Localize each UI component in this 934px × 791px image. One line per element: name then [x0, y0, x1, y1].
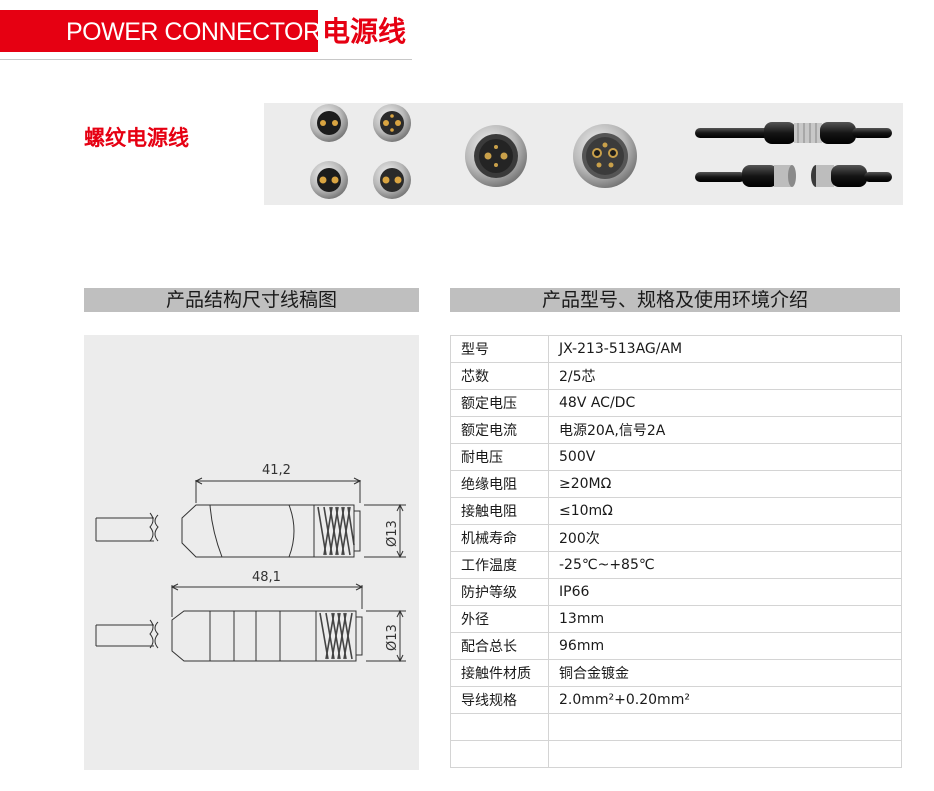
drawing-top-connector [95, 504, 361, 558]
spec-label: 绝缘电阻 [450, 470, 549, 498]
spec-value: 500V [548, 443, 902, 471]
product-photos-svg [310, 104, 892, 199]
spec-value: ≥20MΩ [548, 470, 902, 498]
spec-value: 200次 [548, 524, 902, 552]
spec-row [450, 713, 902, 741]
spec-label: 防护等级 [450, 578, 549, 606]
spec-label: 机械寿命 [450, 524, 549, 552]
large-connector-face-2pin [465, 125, 527, 187]
small-connector-face-3 [310, 161, 348, 199]
spec-label: 耐电压 [450, 443, 549, 471]
spec-value: 2.0mm²+0.20mm² [548, 686, 902, 714]
spec-value: 13mm [548, 605, 902, 633]
spec-label: 导线规格 [450, 686, 549, 714]
header-title-cn: 电源线 [322, 15, 407, 48]
spec-label: 接触电阻 [450, 497, 549, 525]
spec-label [450, 740, 549, 768]
spec-value: 2/5芯 [548, 362, 902, 390]
spec-row: 绝缘电阻≥20MΩ [450, 470, 902, 498]
spec-row: 接触件材质铜合金镀金 [450, 659, 902, 687]
spec-label: 额定电压 [450, 389, 549, 417]
small-connector-face-1 [310, 104, 348, 142]
spec-value [548, 713, 902, 741]
spec-value: -25℃~+85℃ [548, 551, 902, 579]
drawing-bottom-dimension [170, 583, 406, 663]
drawing-section-title: 产品结构尺寸线稿图 [84, 288, 419, 312]
spec-value: IP66 [548, 578, 902, 606]
dimension-drawing-svg: 41,2 Ø13 48,1 Ø13 [95, 463, 406, 663]
spec-row: 工作温度-25℃~+85℃ [450, 551, 902, 579]
spec-label: 接触件材质 [450, 659, 549, 687]
dim-label-top-length: 41,2 [262, 463, 291, 478]
spec-value: 96mm [548, 632, 902, 660]
product-photo-strip [264, 103, 903, 205]
spec-value: 48V AC/DC [548, 389, 902, 417]
spec-label: 芯数 [450, 362, 549, 390]
spec-label: 额定电流 [450, 416, 549, 444]
dimension-drawing-panel: 41,2 Ø13 48,1 Ø13 [84, 335, 419, 770]
dim-label-bottom-diameter: Ø13 [385, 624, 400, 651]
dim-label-top-diameter: Ø13 [385, 520, 400, 547]
spec-row: 额定电流电源20A,信号2A [450, 416, 902, 444]
spec-row: 接触电阻≤10mΩ [450, 497, 902, 525]
spec-label: 工作温度 [450, 551, 549, 579]
spec-value: 电源20A,信号2A [548, 416, 902, 444]
small-connector-face-4 [373, 161, 411, 199]
cable-male-connector [811, 165, 892, 187]
spec-value: 铜合金镀金 [548, 659, 902, 687]
product-subtitle: 螺纹电源线 [84, 126, 189, 150]
specs-section-title: 产品型号、规格及使用环境介绍 [450, 288, 900, 312]
header-red-band [0, 10, 318, 52]
drawing-bottom-connector [95, 610, 363, 662]
cable-female-connector [695, 165, 796, 187]
page-header: POWER CONNECTOR 电源线 [0, 0, 934, 60]
spec-row [450, 740, 902, 768]
spec-label: 型号 [450, 335, 549, 363]
small-connector-face-2 [373, 104, 411, 142]
spec-label: 外径 [450, 605, 549, 633]
large-connector-face-5pin [573, 124, 637, 188]
spec-label: 配合总长 [450, 632, 549, 660]
drawing-top-dimension [194, 477, 406, 559]
dim-label-bottom-length: 48,1 [252, 570, 281, 585]
cable-assembly-mated [695, 122, 892, 144]
header-divider [0, 59, 412, 60]
spec-value: ≤10mΩ [548, 497, 902, 525]
spec-value [548, 740, 902, 768]
spec-label [450, 713, 549, 741]
spec-value: JX-213-513AG/AM [548, 335, 902, 363]
header-title-en: POWER CONNECTOR [66, 18, 321, 46]
